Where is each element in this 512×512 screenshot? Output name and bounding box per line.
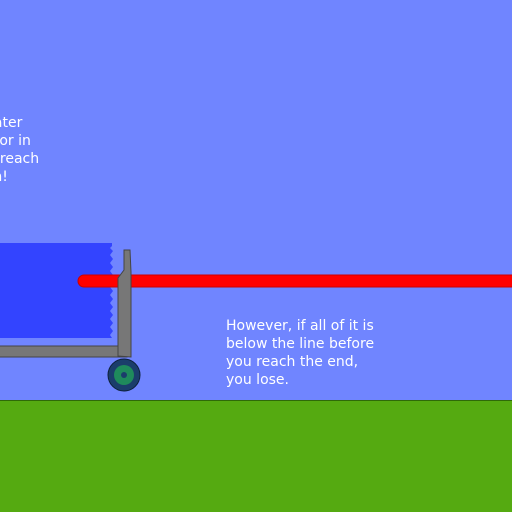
cart-wheel-axle [121,372,127,378]
goal-hint-text: water ve or in ou reach win! [0,115,40,185]
cart-base [0,345,128,358]
lose-hint-text: However, if all of it is below the line … [226,318,375,388]
water-body [0,243,113,338]
threshold-line [77,274,512,288]
cart-handle [117,249,132,358]
ground [0,400,512,512]
